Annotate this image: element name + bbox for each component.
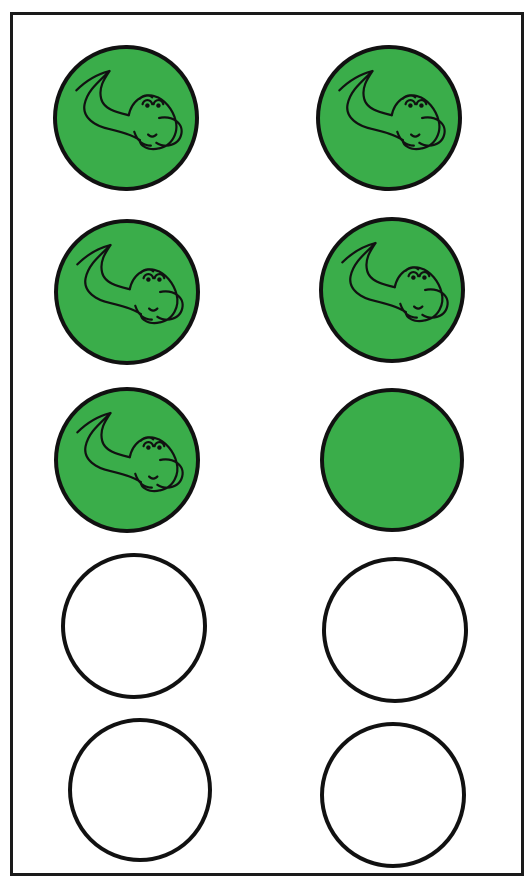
token-7 bbox=[61, 553, 207, 699]
token-10 bbox=[320, 722, 466, 868]
dinosaur-icon bbox=[58, 391, 196, 529]
token-9 bbox=[68, 718, 212, 862]
dinosaur-icon bbox=[58, 223, 196, 361]
token-8 bbox=[322, 557, 468, 703]
dinosaur-icon bbox=[57, 49, 195, 187]
token-5 bbox=[54, 387, 200, 533]
token-2 bbox=[316, 45, 462, 191]
token-6 bbox=[320, 388, 464, 532]
dinosaur-icon bbox=[320, 49, 458, 187]
token-3 bbox=[54, 219, 200, 365]
dinosaur-icon bbox=[323, 221, 461, 359]
token-1 bbox=[53, 45, 199, 191]
token-4 bbox=[319, 217, 465, 363]
